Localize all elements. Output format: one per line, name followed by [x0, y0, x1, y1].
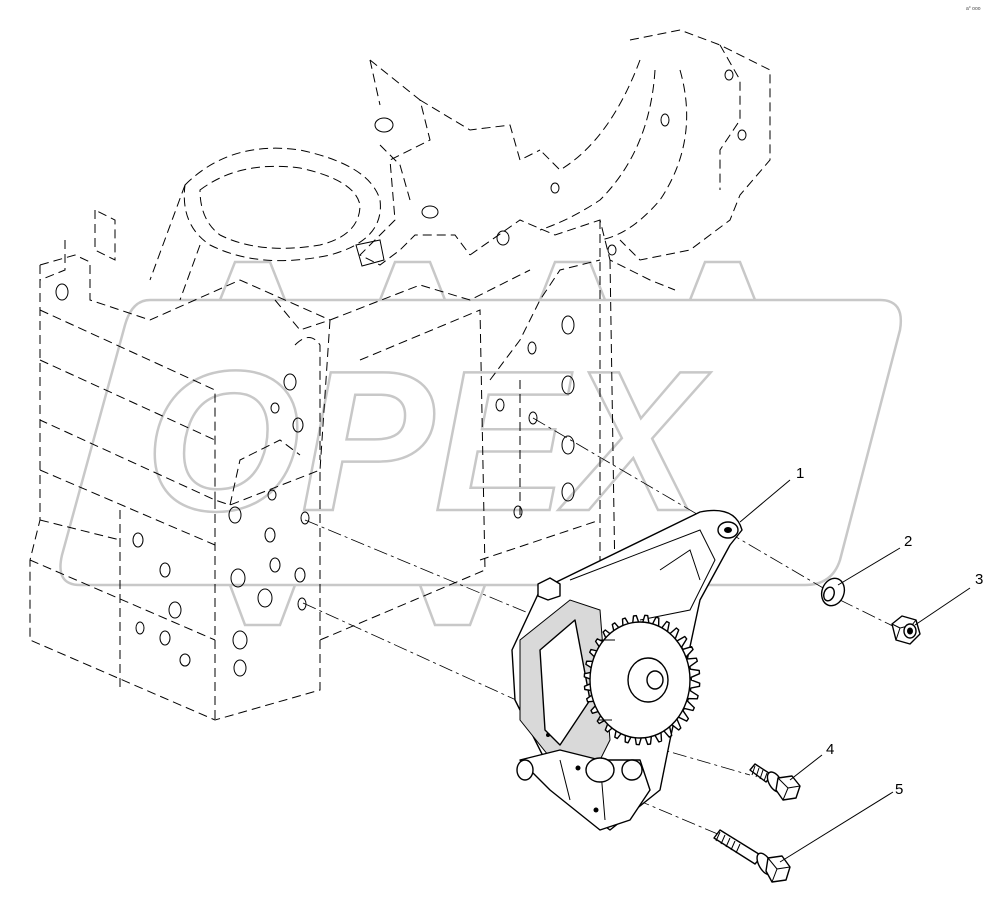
- pump-gear: [583, 614, 701, 746]
- callout-2-label: 2: [904, 533, 912, 550]
- engine-block-outline: [29, 29, 771, 721]
- watermark-text: OPEX: [145, 330, 711, 553]
- oil-pump-assembly-icon: [511, 509, 743, 831]
- callout-3-label: 3: [975, 571, 983, 588]
- callout-4-label: 4: [826, 741, 834, 758]
- corner-mark: a° ooo: [966, 6, 981, 12]
- hex-nut-icon: [891, 615, 921, 645]
- flange-bolt-long-icon: [713, 829, 791, 883]
- flange-bolt-short-icon: [749, 763, 801, 801]
- watermark: OPEX: [59, 260, 903, 627]
- callout-5-label: 5: [895, 781, 903, 798]
- callout-1-label: 1: [796, 465, 804, 482]
- callout-leaders: [739, 479, 971, 863]
